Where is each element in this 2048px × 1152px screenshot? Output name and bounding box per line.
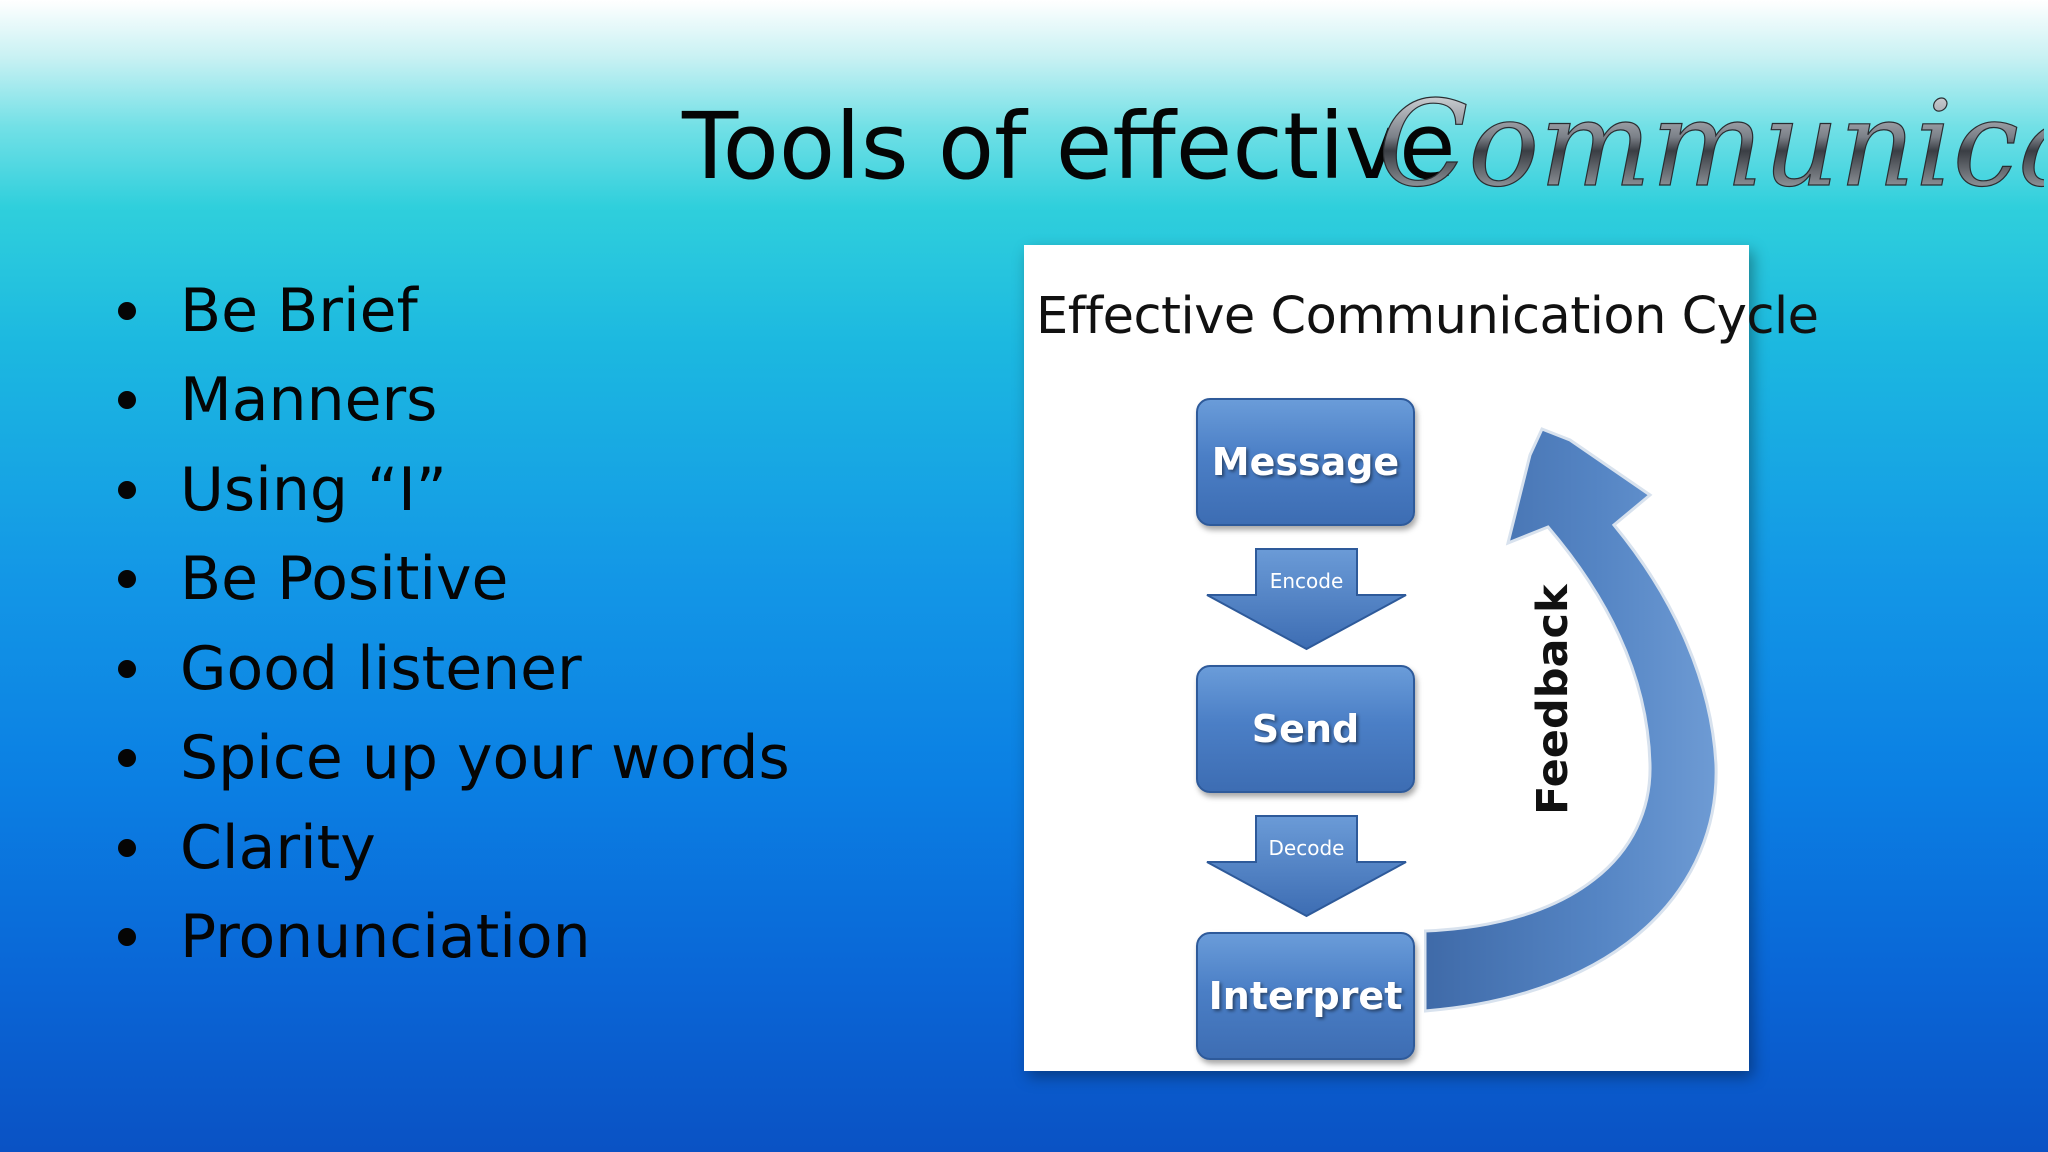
bullet-item: Be Positive [118,535,790,625]
bullet-item: Be Brief [118,266,790,356]
diagram-title: Effective Communication Cycle [1036,287,1819,346]
bullet-dot-icon [118,301,136,320]
bullet-item: Manners [118,356,790,446]
communication-cycle-diagram: Effective Communication Cycle Feedback M… [1024,245,1819,1071]
feedback-arrow-icon [1424,427,1718,1013]
bullet-list: Be Brief Manners Using “I” Be Positive G… [118,266,790,982]
bullet-item: Spice up your words [118,714,790,804]
step-message: Message [1196,398,1415,526]
title-script-text: Communication [1378,75,2044,213]
bullet-dot-icon [118,749,136,768]
bullet-dot-icon [118,480,136,499]
bullet-dot-icon [118,570,136,589]
bullet-dot-icon [118,659,136,678]
feedback-label: Feedback [1528,584,1578,815]
encode-label: Encode [1269,569,1344,593]
bullet-dot-icon [118,838,136,857]
slide-title: Tools of effective [682,93,1456,200]
bullet-item: Using “I” [118,445,790,535]
bullet-dot-icon [118,928,136,947]
down-arrow-icon [1206,815,1407,918]
decode-arrow: Decode [1204,814,1409,919]
title-script-logo: Communication [1377,74,2044,213]
bullet-item: Good listener [118,624,790,714]
encode-arrow: Encode [1204,547,1409,652]
down-arrow-icon [1206,548,1407,651]
decode-label: Decode [1268,836,1345,860]
bullet-item: Pronunciation [118,893,790,983]
bullet-item: Clarity [118,803,790,893]
bullet-dot-icon [118,391,136,410]
step-send: Send [1196,665,1415,793]
step-interpret: Interpret [1196,932,1415,1060]
